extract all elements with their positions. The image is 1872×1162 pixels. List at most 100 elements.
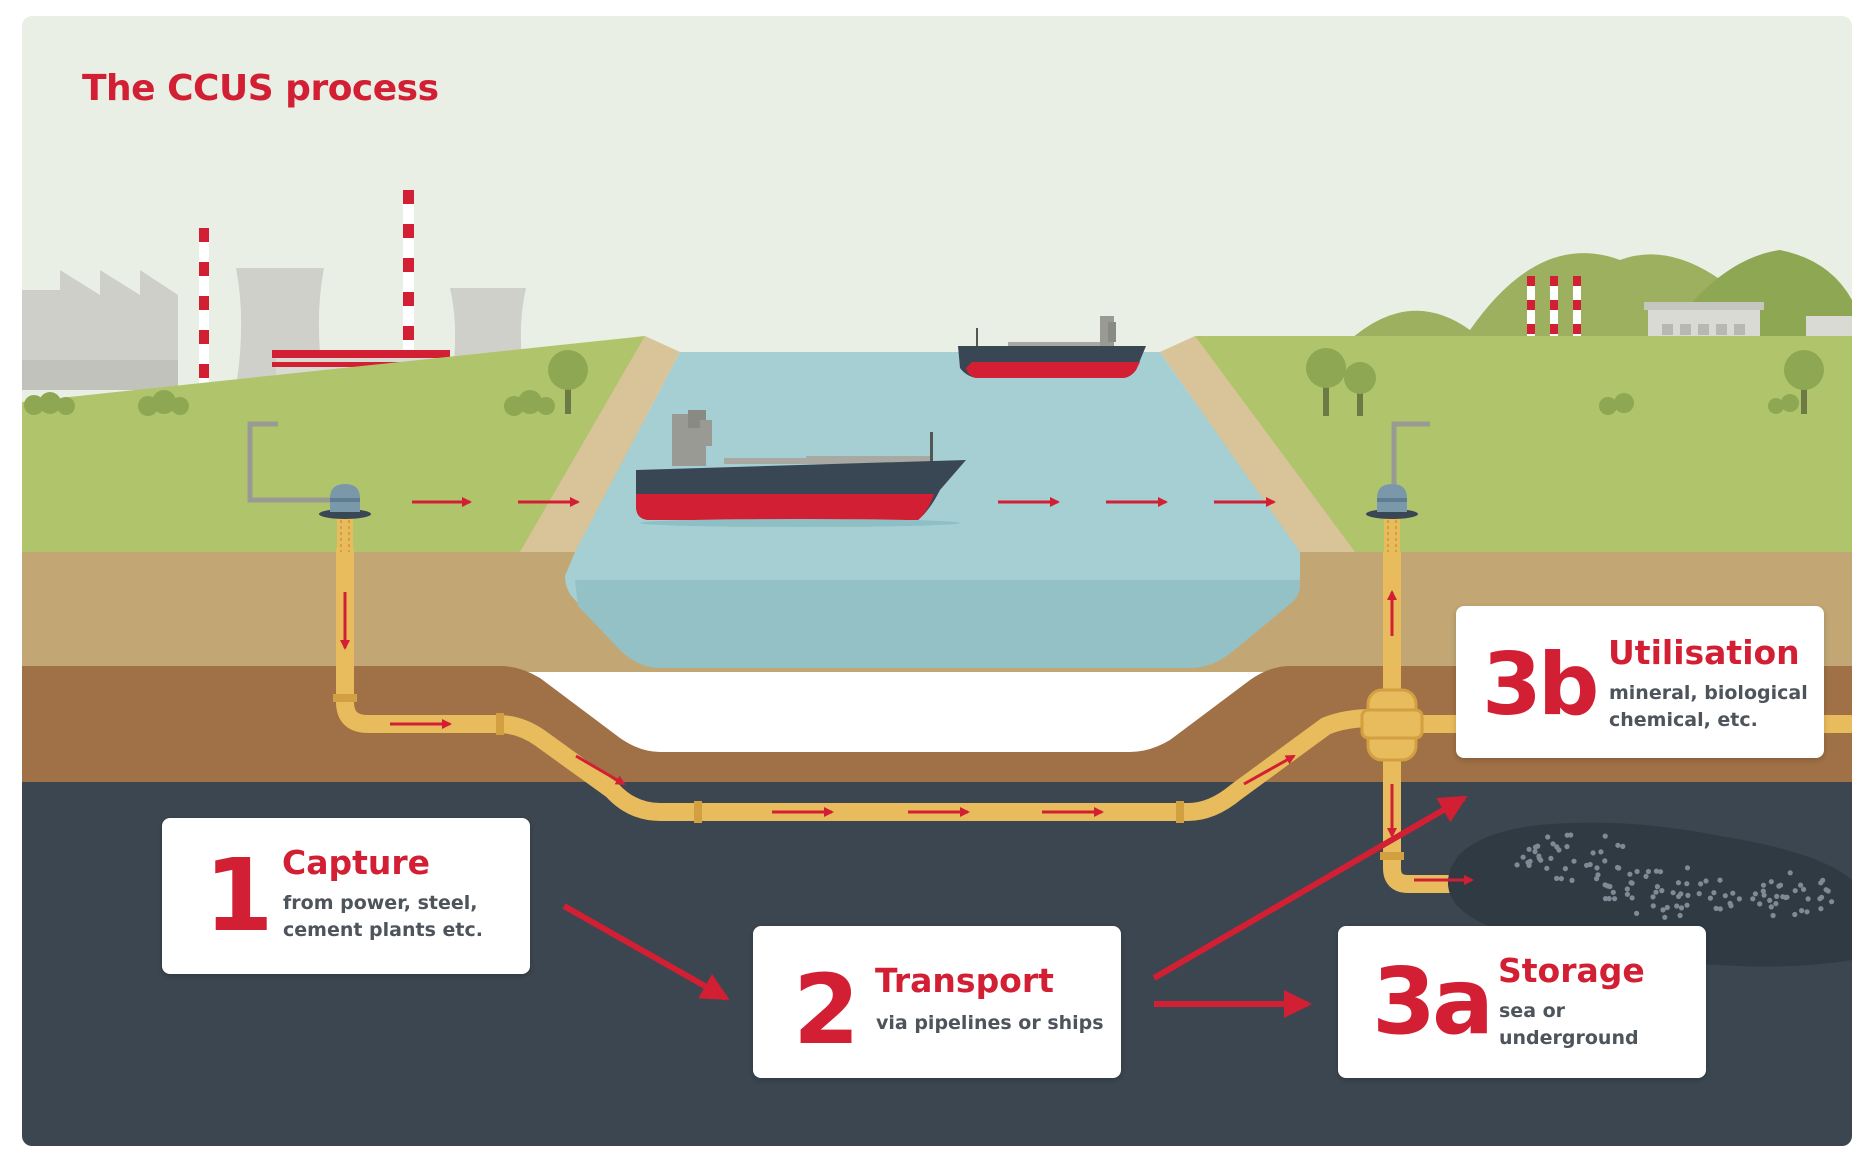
co2-particle: [1645, 868, 1651, 875]
co2-particle: [1650, 894, 1656, 900]
co2-particle: [1780, 894, 1786, 900]
co2-particle: [1707, 895, 1713, 901]
co2-particle: [1730, 890, 1736, 896]
co2-particle: [1711, 890, 1717, 896]
co2-particle: [1602, 858, 1608, 864]
grass-left: [22, 336, 645, 552]
co2-particle: [1634, 868, 1640, 875]
co2-particle: [1532, 849, 1538, 855]
co2-particle: [1554, 844, 1560, 850]
co2-particle: [1703, 878, 1709, 884]
co2-particle: [1612, 896, 1618, 902]
co2-particle: [1678, 905, 1685, 911]
co2-particle: [1535, 843, 1541, 849]
co2-particle: [1629, 895, 1635, 901]
co2-particle: [1792, 911, 1798, 918]
co2-particle: [1584, 862, 1590, 868]
co2-particle: [1650, 903, 1656, 909]
step-number: 3a: [1372, 948, 1494, 1055]
co2-particle: [1768, 879, 1774, 885]
co2-particle: [1527, 858, 1533, 864]
co2-particle: [1777, 882, 1784, 888]
co2-particle: [1634, 910, 1640, 917]
co2-particle: [1752, 891, 1758, 897]
co2-particle: [1606, 896, 1612, 902]
ship-large: [636, 410, 966, 527]
pipe-top-right: [1384, 514, 1400, 552]
co2-particle: [1615, 842, 1621, 848]
tree: [548, 350, 588, 414]
sea-deep: [575, 580, 1300, 668]
step-number: 3b: [1482, 635, 1599, 735]
surface-pipe-left: [247, 421, 330, 503]
co2-particle: [1773, 901, 1779, 907]
co2-particle: [1550, 841, 1556, 847]
pipeline: [336, 548, 1401, 821]
co2-particle: [1767, 897, 1773, 904]
co2-particle: [1590, 850, 1596, 856]
co2-particles: [1514, 832, 1835, 920]
co2-particle: [1616, 865, 1622, 871]
co2-particle: [1819, 894, 1825, 900]
chimney: [1527, 276, 1581, 356]
step-description-line: sea or: [1499, 1000, 1566, 1022]
storage-pipe: [1383, 724, 1480, 893]
tree: [1344, 362, 1376, 416]
co2-particle: [1569, 877, 1575, 884]
ship-small: [958, 316, 1146, 378]
co2-particle: [1620, 843, 1626, 850]
co2-particle: [1823, 887, 1829, 893]
co2-particle: [1768, 904, 1774, 910]
wellhead-right: [1366, 484, 1418, 519]
co2-particle: [1717, 877, 1723, 883]
co2-particle: [1571, 858, 1577, 864]
co2-particle: [1657, 869, 1664, 875]
co2-particle: [1818, 880, 1824, 886]
co2-particle: [1774, 893, 1780, 900]
co2-particle: [1545, 834, 1551, 840]
chimney: [403, 190, 414, 390]
co2-particle: [1674, 903, 1680, 909]
co2-particle: [1685, 892, 1691, 899]
wellhead-left: [319, 484, 371, 519]
step-description-line: via pipelines or ships: [876, 1012, 1104, 1034]
co2-particle: [1799, 908, 1805, 914]
co2-particle: [1805, 896, 1811, 902]
co2-particle: [1804, 909, 1810, 915]
co2-particle: [1654, 884, 1660, 890]
surface-pipe-right: [1391, 421, 1430, 492]
co2-particle: [1722, 893, 1728, 899]
co2-particle: [1727, 900, 1733, 907]
co2-particle: [1792, 888, 1798, 894]
page-title: The CCUS process: [82, 68, 439, 109]
co2-particle: [1801, 886, 1807, 893]
sand-bank-left: [520, 336, 680, 552]
co2-particle: [1602, 833, 1608, 839]
tree: [1784, 350, 1824, 414]
step-number: 2: [793, 954, 860, 1066]
co2-particle: [1558, 876, 1564, 882]
co2-particle: [1595, 872, 1601, 878]
co2-particle: [1628, 880, 1634, 886]
co2-particle: [1610, 889, 1616, 895]
co2-particle: [1675, 880, 1682, 886]
co2-particle: [1662, 914, 1668, 920]
step-description-line: from power, steel,: [283, 892, 478, 914]
step-heading: Capture: [282, 843, 431, 882]
bush: [24, 390, 1799, 416]
co2-particle: [1829, 899, 1835, 905]
co2-particle: [1787, 870, 1793, 876]
co2-particle: [1684, 902, 1690, 908]
step-card-storage: 3a Storage sea or underground: [1338, 926, 1706, 1078]
step-description-line: mineral, biological: [1609, 682, 1808, 704]
chimney: [199, 228, 209, 408]
co2-particle: [1760, 882, 1767, 888]
co2-particle: [1526, 846, 1532, 852]
co2-particle: [1678, 891, 1684, 897]
co2-particle: [1624, 886, 1630, 892]
step-card-utilisation: 3b Utilisation mineral, biological chemi…: [1456, 606, 1824, 758]
pipe-valve: [1360, 688, 1424, 762]
co2-particle: [1698, 881, 1704, 887]
flow-arrow: [340, 590, 1474, 885]
co2-particle: [1761, 892, 1767, 898]
